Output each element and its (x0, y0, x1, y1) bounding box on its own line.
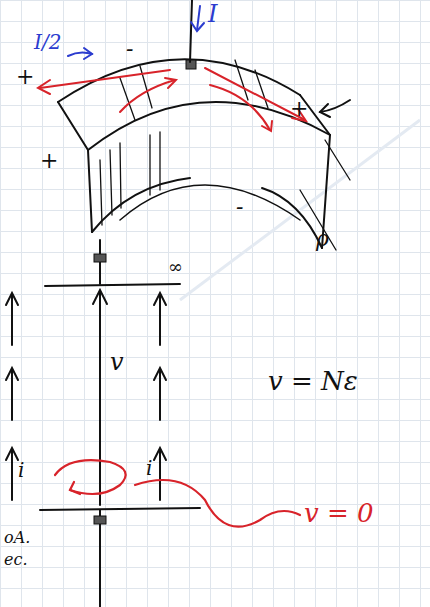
watermark-line (180, 120, 420, 300)
polarity-sign: - (126, 38, 133, 60)
equivalent-circuit (6, 240, 200, 607)
note-text: ec. (4, 552, 28, 568)
polarity-sign: + (16, 66, 34, 88)
terminal-label: ∞ (168, 258, 183, 276)
current-label: i (146, 458, 152, 478)
polarity-sign: + (290, 98, 308, 120)
polarity-sign: + (40, 150, 58, 172)
current-label: i (18, 460, 24, 480)
equation-label: v = Nε (268, 368, 358, 394)
note-text: oA. (4, 530, 30, 546)
current-label: I/2 (34, 32, 61, 52)
current-flow-arrows (38, 68, 306, 131)
current-label: I (208, 2, 217, 26)
current-arrows (68, 6, 204, 59)
dimension-label: ρ (316, 228, 329, 250)
curved-conductor (58, 0, 350, 250)
polarity-sign: - (236, 196, 243, 218)
voltage-label: v (110, 350, 124, 374)
loop-annotation (55, 460, 300, 526)
equation-label: v = 0 (304, 500, 374, 526)
